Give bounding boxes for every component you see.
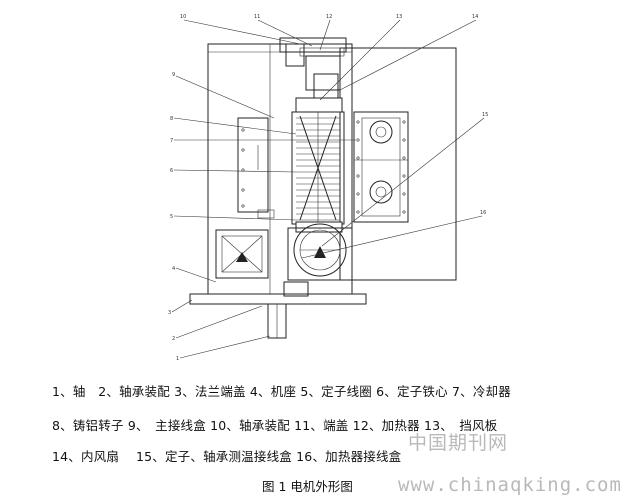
rotor-cross-lines xyxy=(299,112,337,224)
cooler-port-lower-inner xyxy=(375,186,387,198)
terminal-box-dots xyxy=(241,128,245,208)
callout-8: 8 xyxy=(170,116,173,122)
lower-frame-bracket xyxy=(287,227,353,281)
legend-line-2: 8、铸铝转子 9、 主接线盒 10、轴承装配 11、端盖 12、加热器 13、 … xyxy=(52,418,498,433)
top-end-cover xyxy=(279,37,347,53)
cooler-inner-box xyxy=(353,111,409,223)
callout-15: 15 xyxy=(482,112,488,118)
top-shaft-housing xyxy=(305,55,341,91)
callout-16: 16 xyxy=(480,210,486,216)
callout-4: 4 xyxy=(172,266,175,272)
main-terminal-box xyxy=(237,117,269,213)
fan-triangle xyxy=(314,246,326,258)
bottom-flange-plate xyxy=(189,293,367,305)
temp-box-triangle xyxy=(236,252,248,262)
legend-line-3: 14、内风扇 15、定子、轴承测温接线盒 16、加热器接线盒 xyxy=(52,449,402,464)
callout-leaders xyxy=(171,19,485,359)
bottom-bearing xyxy=(283,281,309,297)
callout-12: 12 xyxy=(326,14,332,20)
callout-13: 13 xyxy=(396,14,402,20)
cooler-bolts xyxy=(356,120,406,214)
figure-caption: 图 1 电机外形图 xyxy=(262,479,353,494)
cooler-port-upper-inner xyxy=(375,126,387,138)
callout-6: 6 xyxy=(170,168,173,174)
callout-10: 10 xyxy=(180,14,186,20)
machine-frame xyxy=(207,43,353,295)
inner-fan xyxy=(293,223,347,277)
callout-5: 5 xyxy=(170,214,173,220)
top-bearing-box xyxy=(285,43,305,67)
cooler-housing xyxy=(339,47,457,281)
legend-line-1: 1、轴 2、轴承装配 3、法兰端盖 4、机座 5、定子线圈 6、定子铁心 7、冷… xyxy=(52,384,511,399)
callout-2: 2 xyxy=(172,336,175,342)
terminal-box-base xyxy=(257,209,275,219)
callout-7: 7 xyxy=(170,138,173,144)
rotor-bottom-ring xyxy=(295,221,343,233)
cooler-port-lower xyxy=(369,180,393,204)
cooler-port-upper xyxy=(369,120,393,144)
watermark-chinese: 中国期刊网 xyxy=(408,432,509,454)
callout-1: 1 xyxy=(176,356,179,362)
cooler-inner-box-2 xyxy=(361,117,401,217)
watermark-url: www.chinaqking.com xyxy=(398,474,622,496)
callout-11: 11 xyxy=(254,14,260,20)
callout-numbers: 10 11 12 13 14 9 8 7 6 5 4 3 2 1 15 16 xyxy=(168,14,488,362)
callout-14: 14 xyxy=(472,14,478,20)
callout-3: 3 xyxy=(168,310,171,316)
temp-terminal-box xyxy=(215,229,269,279)
rotor-top-ring xyxy=(295,97,343,113)
motor-outline-drawing: 10 11 12 13 14 9 8 7 6 5 4 3 2 1 15 16 xyxy=(168,14,488,362)
callout-9: 9 xyxy=(172,72,175,78)
temp-terminal-box-inner xyxy=(221,235,263,273)
